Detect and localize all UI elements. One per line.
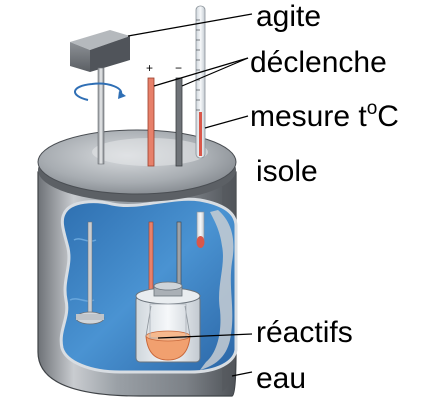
label-declenche: déclenche [250, 46, 387, 79]
plus-sign: + [146, 61, 153, 75]
minus-sign: − [175, 61, 182, 75]
degree-sign: o [366, 98, 378, 119]
label-mesure: mesure toC [250, 99, 399, 133]
pointer-mesure [204, 115, 249, 129]
electrode-positive [147, 77, 155, 301]
pointer-reactifs [157, 333, 253, 339]
thermometer [195, 5, 206, 248]
pointer-declenche-minus [181, 57, 249, 87]
pointer-lines [127, 13, 253, 377]
label-reactifs: réactifs [256, 316, 353, 349]
label-mesure-text: mesure t [250, 100, 367, 133]
pointer-declenche-plus [153, 57, 249, 87]
label-isole: isole [256, 155, 318, 188]
pointer-agite [127, 13, 253, 37]
lid [37, 129, 237, 202]
reaction-cell [135, 281, 201, 363]
label-agite: agite [256, 0, 322, 33]
label-mesure-unit: C [377, 100, 399, 133]
stirrer [70, 30, 130, 325]
pointer-eau [231, 371, 253, 377]
label-eau: eau [256, 362, 307, 395]
